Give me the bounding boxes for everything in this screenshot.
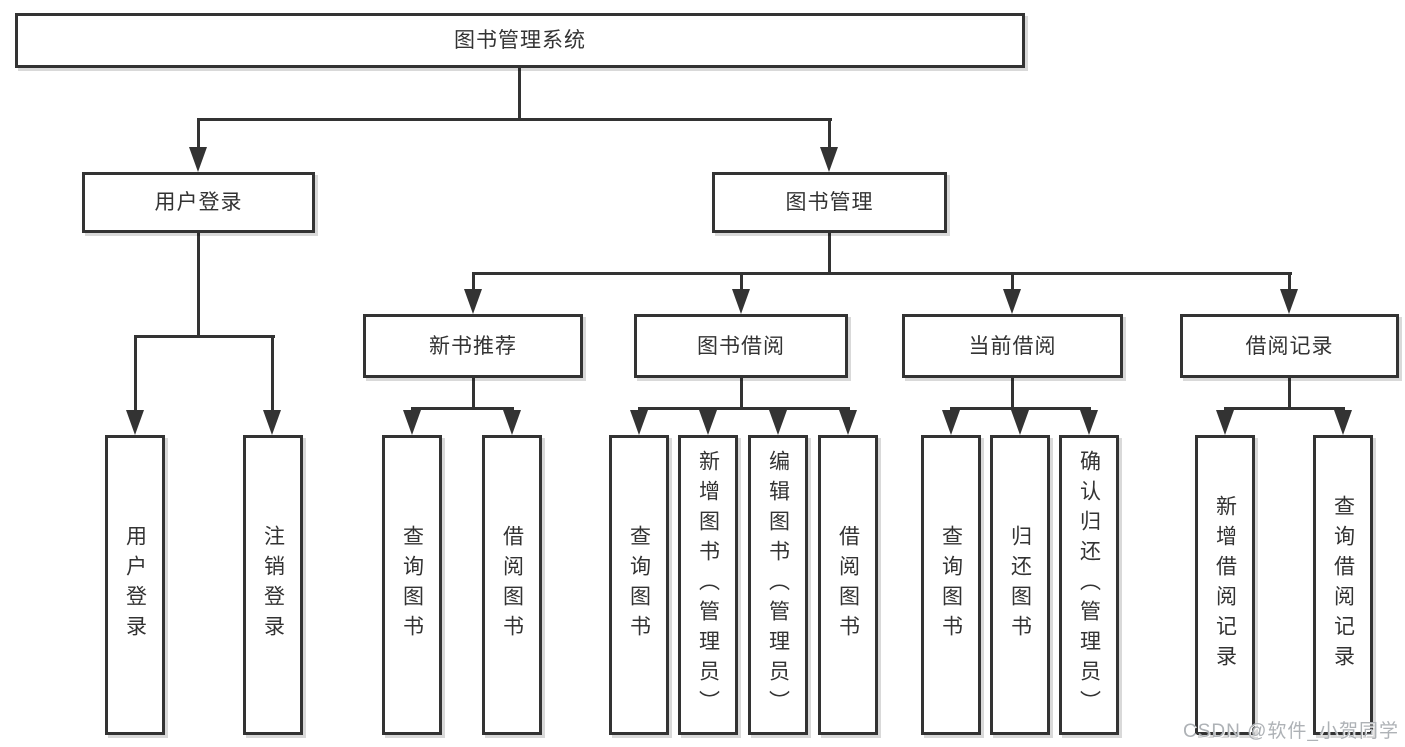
arrowhead-down-icon [732,289,750,314]
connector-line [828,233,831,272]
arrowhead-down-icon [1080,410,1098,435]
connector-line [511,407,514,412]
arrowhead-down-icon [820,147,838,172]
connector-line [472,272,475,289]
leaf-query-books-recommend: 查询图书 [382,435,442,735]
leaf-borrow-books-recommend: 借阅图书 [482,435,542,735]
arrowhead-down-icon [126,410,144,435]
connector-line [1288,378,1291,407]
node-current-borrowing: 当前借阅 [902,314,1123,378]
leaf-confirm-return-admin: 确认归还（管理员） [1059,435,1119,735]
connector-line [638,407,641,412]
arrowhead-down-icon [503,410,521,435]
leaf-edit-book-admin: 编辑图书（管理员） [748,435,808,735]
arrowhead-down-icon [464,289,482,314]
connector-line [271,335,274,410]
connector-line [740,378,743,407]
node-borrowing-records: 借阅记录 [1180,314,1399,378]
arrowhead-down-icon [699,410,717,435]
leaf-query-books-current: 查询图书 [921,435,981,735]
connector-line [828,118,831,148]
connector-line [411,407,514,410]
connector-line [472,272,1292,275]
leaf-return-books: 归还图书 [990,435,1050,735]
connector-line [740,272,743,289]
connector-line [134,335,137,410]
connector-line [472,378,475,407]
connector-line [707,407,710,412]
connector-line [638,407,850,410]
connector-line [1088,407,1091,412]
connector-line [197,118,832,121]
node-new-book-recommendation: 新书推荐 [363,314,583,378]
connector-line [411,407,414,412]
arrowhead-down-icon [189,147,207,172]
arrowhead-down-icon [1280,289,1298,314]
connector-line [197,118,200,148]
leaf-user-login: 用户登录 [105,435,165,735]
leaf-query-borrow-record: 查询借阅记录 [1313,435,1373,735]
connector-line [1342,407,1345,412]
node-library-management-system: 图书管理系统 [15,13,1025,68]
arrowhead-down-icon [1003,289,1021,314]
connector-line [1224,407,1227,412]
connector-line [1019,407,1022,412]
arrowhead-down-icon [263,410,281,435]
connector-line [950,407,953,412]
arrowhead-down-icon [630,410,648,435]
node-book-borrowing: 图书借阅 [634,314,848,378]
arrowhead-down-icon [403,410,421,435]
leaf-borrow-books-borrow: 借阅图书 [818,435,878,735]
connector-line [847,407,850,412]
arrowhead-down-icon [942,410,960,435]
leaf-logout: 注销登录 [243,435,303,735]
arrowhead-down-icon [839,410,857,435]
arrowhead-down-icon [1334,410,1352,435]
connector-line [134,335,275,338]
leaf-query-books-borrow: 查询图书 [609,435,669,735]
arrowhead-down-icon [1216,410,1234,435]
connector-line [1224,407,1345,410]
connector-line [197,233,200,335]
leaf-add-book-admin: 新增图书（管理员） [678,435,738,735]
watermark: CSDN @软件_小贺同学 [1183,721,1399,742]
connector-line [777,407,780,412]
connector-line [1288,272,1291,289]
node-book-management: 图书管理 [712,172,947,233]
arrowhead-down-icon [769,410,787,435]
connector-line [518,68,521,118]
leaf-add-borrow-record: 新增借阅记录 [1195,435,1255,735]
connector-line [1011,272,1014,289]
arrowhead-down-icon [1011,410,1029,435]
connector-line [1011,378,1014,407]
node-user-login: 用户登录 [82,172,315,233]
